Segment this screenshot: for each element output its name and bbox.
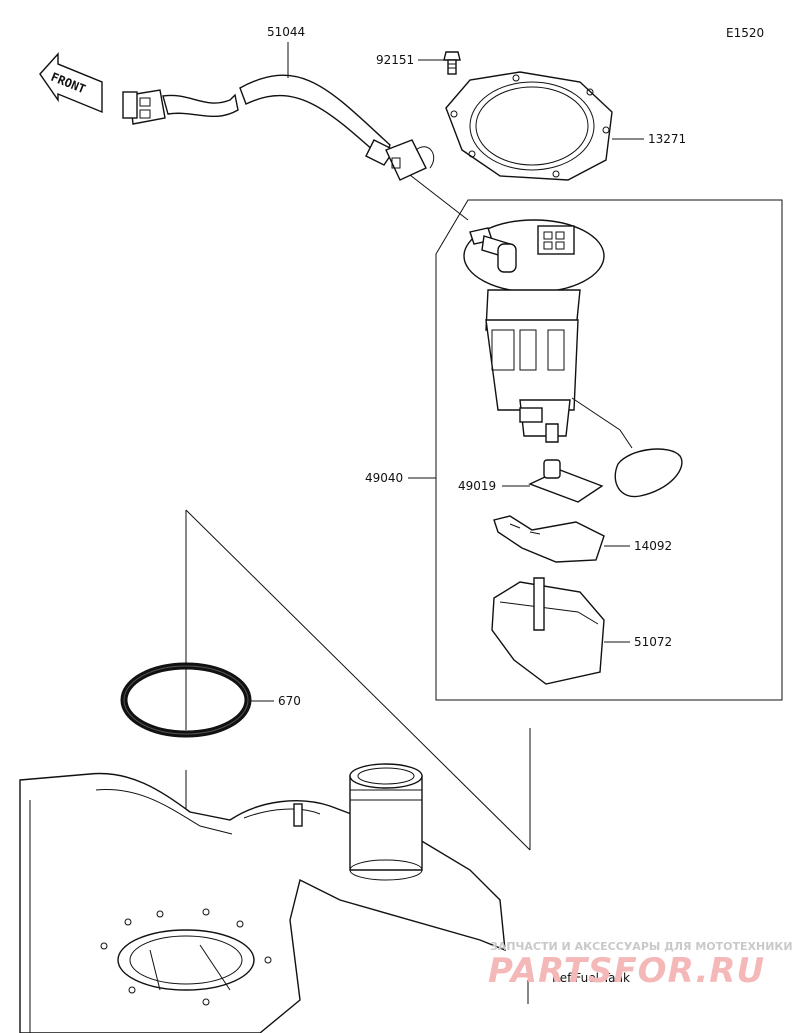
part-number-670: 670 [278, 694, 301, 708]
part-number-49019: 49019 [458, 479, 496, 493]
filter-49019 [528, 459, 604, 503]
gasket-13271 [445, 71, 613, 181]
part-number-14092: 14092 [634, 539, 672, 553]
part-number-13271: 13271 [648, 132, 686, 146]
front-arrow-icon: FRONT [39, 52, 103, 114]
reference-line-diagonal [185, 509, 531, 851]
part-number-92151: 92151 [376, 53, 414, 67]
watermark-brand: PARTSFOR.RU [488, 951, 765, 991]
fuel-hose-51044 [122, 74, 435, 181]
reference-note: Ref.Fuel Tank [552, 971, 630, 985]
diagram-code: E1520 [726, 26, 764, 40]
o-ring-670 [120, 662, 252, 738]
fuel-pump-assembly [463, 219, 683, 498]
cover-14092 [493, 515, 605, 563]
fuel-tank [19, 763, 506, 1033]
part-number-51044: 51044 [267, 25, 305, 39]
reservoir-51072 [491, 577, 605, 685]
screw-92151 [443, 51, 461, 75]
part-number-49040: 49040 [365, 471, 403, 485]
assembly-bracket-49040 [435, 199, 783, 701]
part-number-51072: 51072 [634, 635, 672, 649]
leader-connector [409, 174, 469, 221]
watermark-tagline: ЗАПЧАСТИ И АКСЕССУАРЫ ДЛЯ МОТОТЕХНИКИ [490, 940, 793, 953]
